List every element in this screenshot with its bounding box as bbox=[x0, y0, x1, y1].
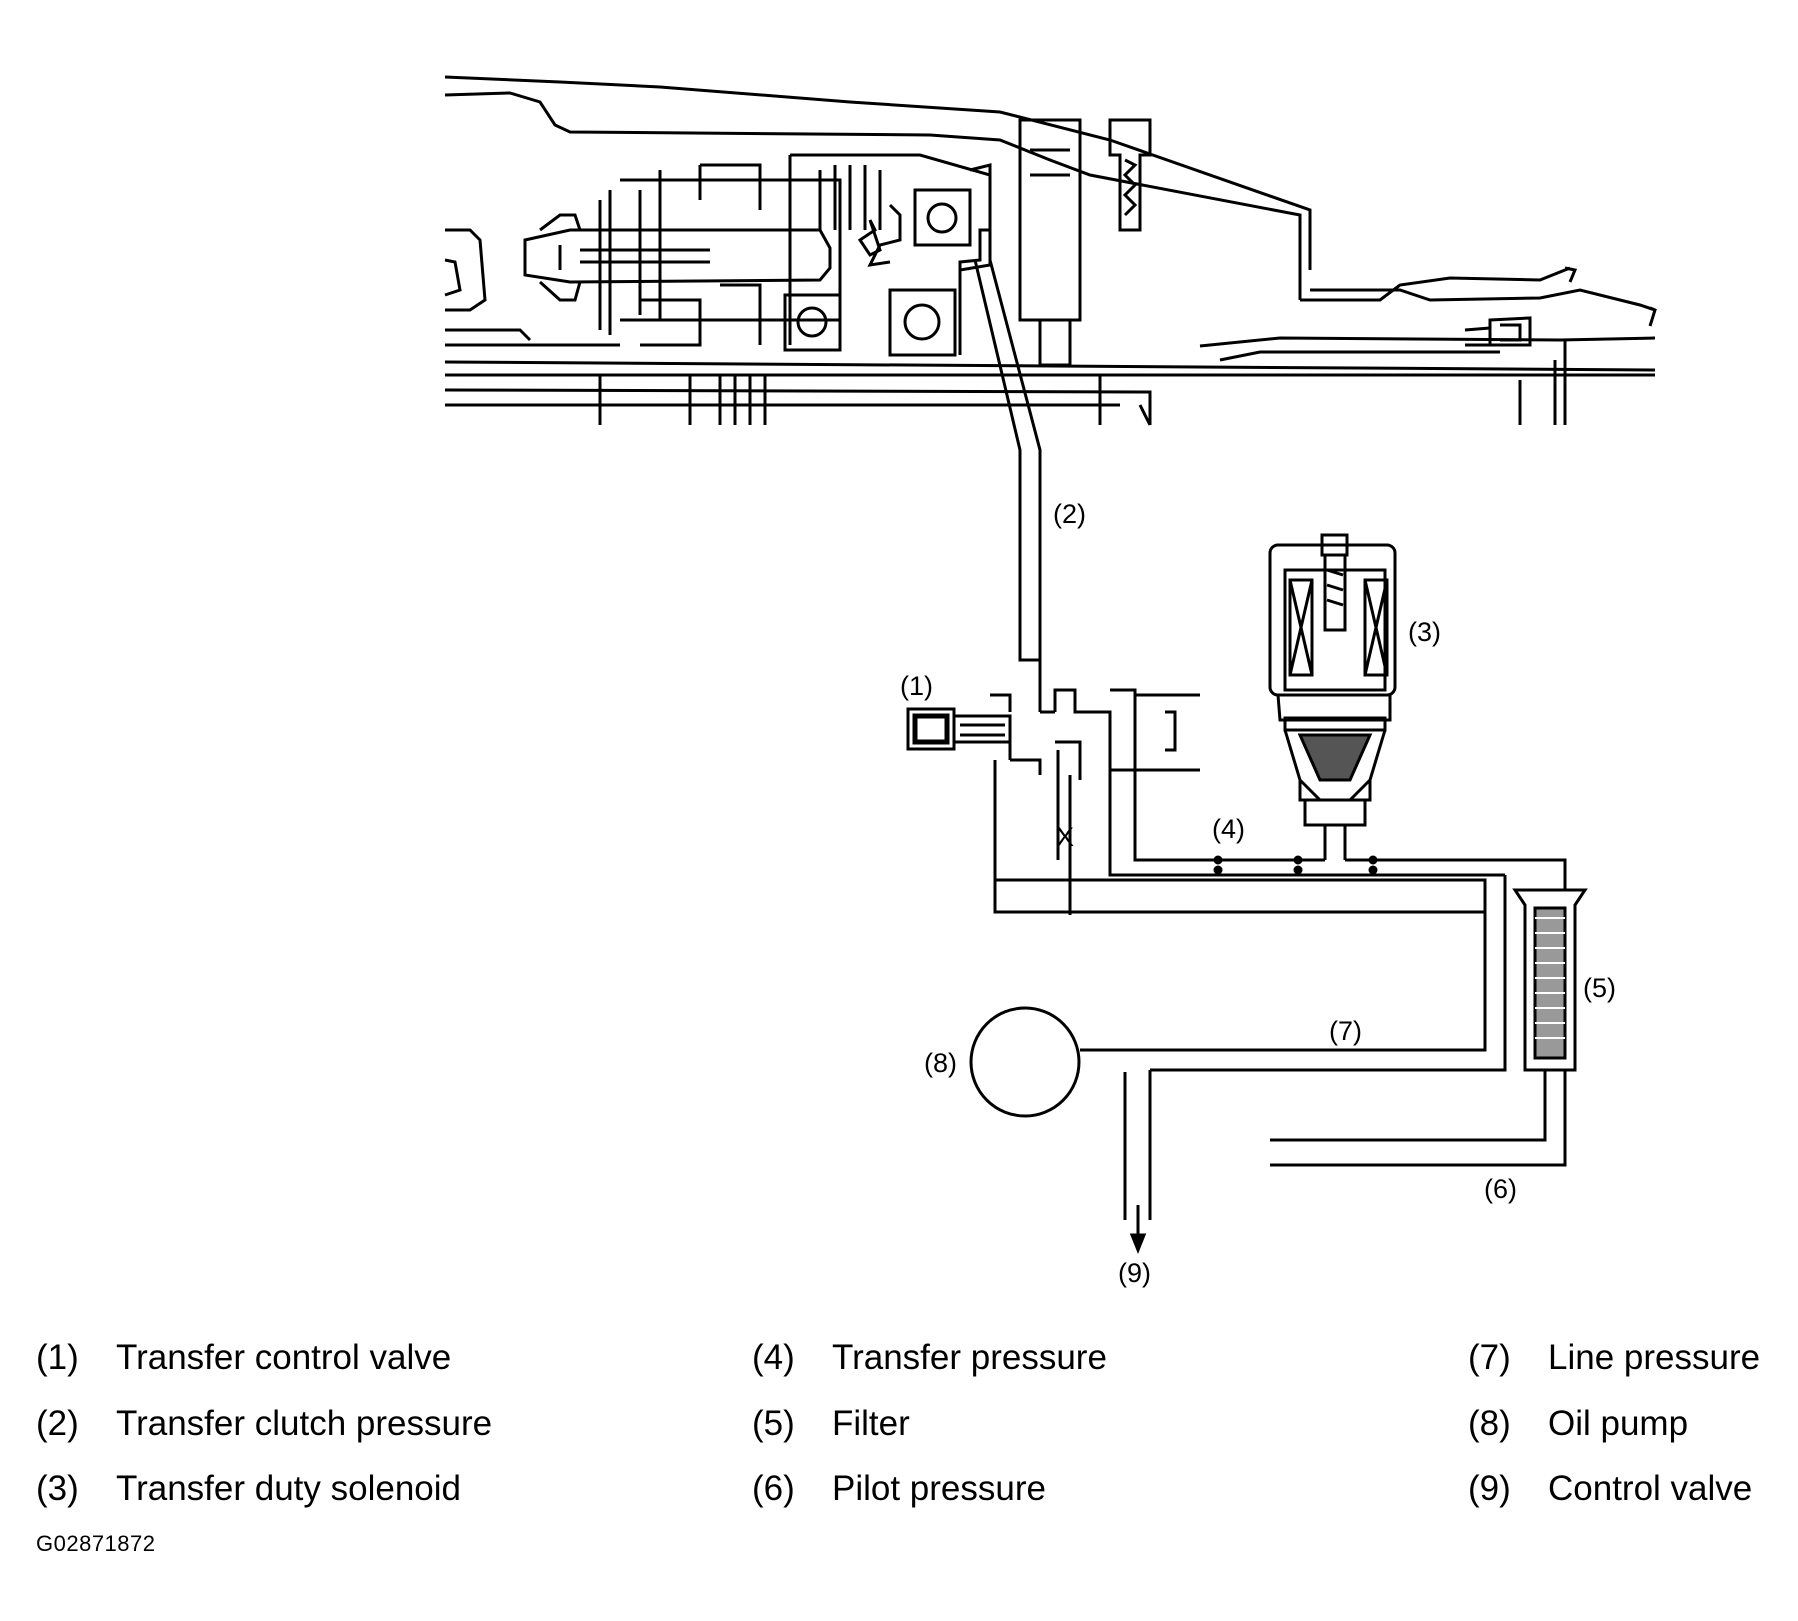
callout-6: (6) bbox=[1484, 1174, 1517, 1204]
callout-7: (7) bbox=[1329, 1016, 1362, 1046]
transfer-pressure-line bbox=[1108, 770, 1567, 890]
transfer-control-valve bbox=[906, 688, 1200, 880]
callout-9: (9) bbox=[1118, 1258, 1151, 1288]
callout-8: (8) bbox=[924, 1048, 957, 1078]
callout-4: (4) bbox=[1212, 814, 1245, 844]
transfer-duty-solenoid bbox=[1268, 533, 1397, 860]
pilot-pressure-line bbox=[1270, 1070, 1567, 1167]
filter bbox=[1512, 888, 1588, 1072]
callout-3: (3) bbox=[1408, 617, 1441, 647]
transmission-cross-section bbox=[444, 75, 1657, 426]
callout-1: (1) bbox=[900, 671, 933, 701]
line-pressure-line bbox=[993, 860, 1507, 1072]
oil-pump bbox=[969, 1006, 1081, 1118]
control-valve-line bbox=[1123, 1070, 1152, 1255]
vent-x-label: X bbox=[1056, 822, 1074, 852]
figure-id: G02871872 bbox=[36, 1531, 156, 1556]
transfer-clutch-pressure-line bbox=[973, 259, 1055, 714]
callout-5: (5) bbox=[1583, 973, 1616, 1003]
callout-2: (2) bbox=[1053, 499, 1086, 529]
